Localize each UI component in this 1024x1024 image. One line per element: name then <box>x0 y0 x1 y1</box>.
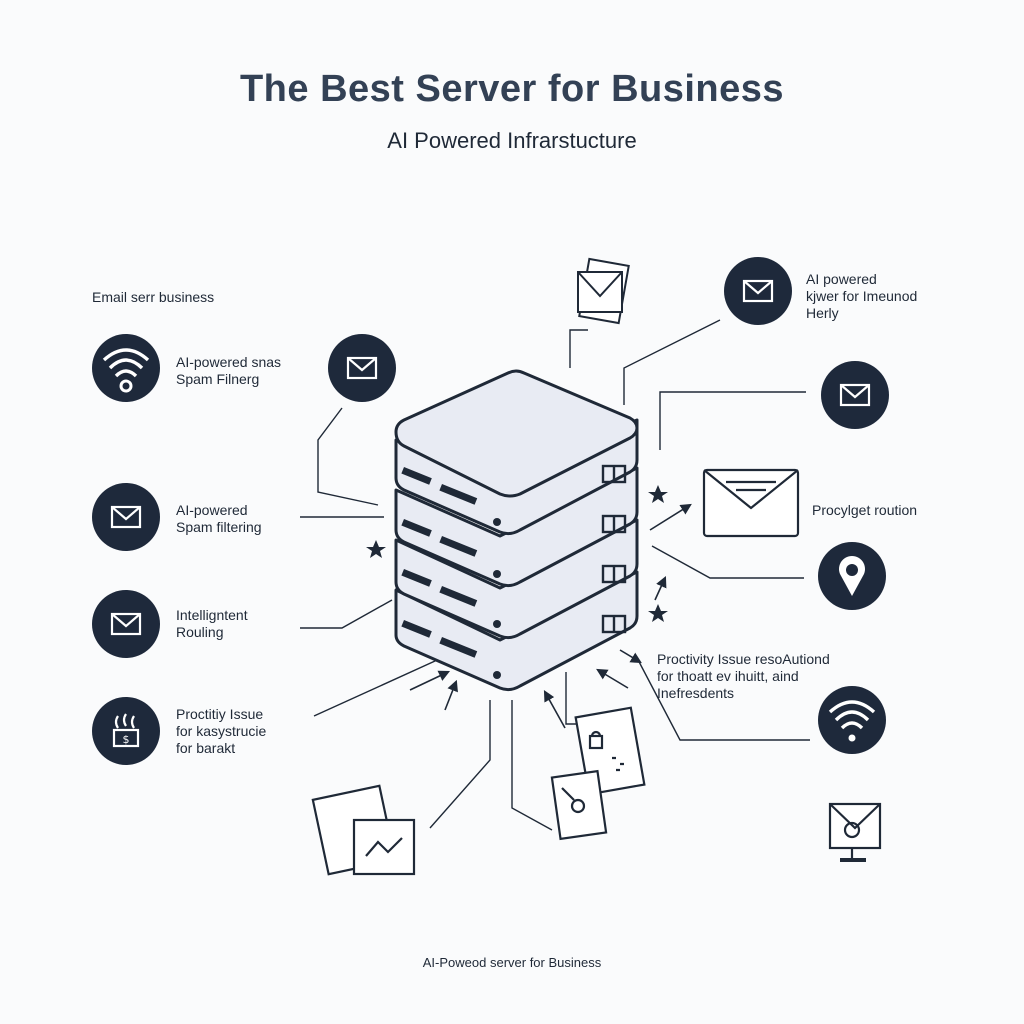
server-slots-unit-1 <box>401 467 501 526</box>
label-ai-powered-right: AI powered kjwer for Imeunod Herly <box>806 271 917 322</box>
mail-icon <box>92 590 160 658</box>
label-proactivity-left-line2: for kasystrucie <box>176 723 267 739</box>
envelope-stack-icon <box>577 257 630 325</box>
star-icon <box>648 485 668 503</box>
mail-icon <box>724 257 792 325</box>
star-icon <box>648 604 668 622</box>
label-spam-top: AI-powered snas Spam Filnerg <box>176 354 281 388</box>
label-ai-powered-right-line2: kjwer for Imeunod <box>806 288 918 304</box>
svg-text:$: $ <box>123 733 130 746</box>
envelope-pair-icon <box>311 784 416 876</box>
label-routing-line1: Intelligntent <box>176 607 248 623</box>
star-marks <box>366 485 668 622</box>
mail-monitor-icon <box>828 802 882 862</box>
location-pin-icon <box>818 542 886 610</box>
arrow-lines <box>409 503 692 729</box>
server-stack <box>394 369 639 692</box>
label-ai-powered-right-line3: Herly <box>806 305 839 321</box>
label-spam-mid-line2: Spam filtering <box>176 519 262 535</box>
connector-lines <box>300 319 810 831</box>
mail-icon <box>821 361 889 429</box>
page-subtitle: AI Powered Infrarstucture <box>387 128 637 153</box>
label-ai-powered-right-line1: AI powered <box>806 271 877 287</box>
label-routing-line2: Rouling <box>176 624 224 640</box>
mail-icon <box>328 334 396 402</box>
server-slots-unit-2 <box>401 519 501 578</box>
server-slots-unit-4 <box>401 620 501 679</box>
page-title: The Best Server for Business <box>239 68 785 110</box>
label-spam-top-line1: AI-powered snas <box>176 354 282 370</box>
star-icon <box>366 540 386 558</box>
label-proactivity-right-line3: Inefresdents <box>657 685 735 701</box>
label-spam-mid: AI-powered Spam filtering <box>176 502 262 536</box>
label-routing: Intelligntent Rouling <box>176 607 248 641</box>
label-proactivity-right: Proctivity Issue resoAutiond for thoatt … <box>657 651 830 702</box>
server-details <box>401 464 627 679</box>
wifi-lock-icon <box>92 334 160 402</box>
label-proactivity-left: Proctitiy Issue for kasystrucie for bara… <box>176 706 266 757</box>
label-spam-mid-line1: AI-powered <box>176 502 248 518</box>
server-ports <box>601 464 627 634</box>
large-envelope-icon <box>702 468 800 538</box>
wifi-icon <box>818 686 886 754</box>
label-proactive-routing: Procylget roution <box>812 502 918 518</box>
photo-card-icon <box>550 769 608 841</box>
server-slots-unit-3 <box>401 569 501 628</box>
label-proactivity-left-line1: Proctitiy Issue <box>176 706 264 722</box>
label-proactivity-right-line2: for thoatt ev ihuitt, aind <box>657 668 799 684</box>
label-spam-top-line2: Spam Filnerg <box>176 371 260 387</box>
label-email-server: Email serr business <box>92 289 215 305</box>
label-proactivity-right-line1: Proctivity Issue resoAutiond <box>657 651 830 667</box>
label-proactivity-left-line3: for barakt <box>176 740 236 756</box>
heat-warning-icon: $ <box>92 697 160 765</box>
footer-caption: AI-Poweod server for Business <box>422 955 602 970</box>
mail-icon <box>92 483 160 551</box>
